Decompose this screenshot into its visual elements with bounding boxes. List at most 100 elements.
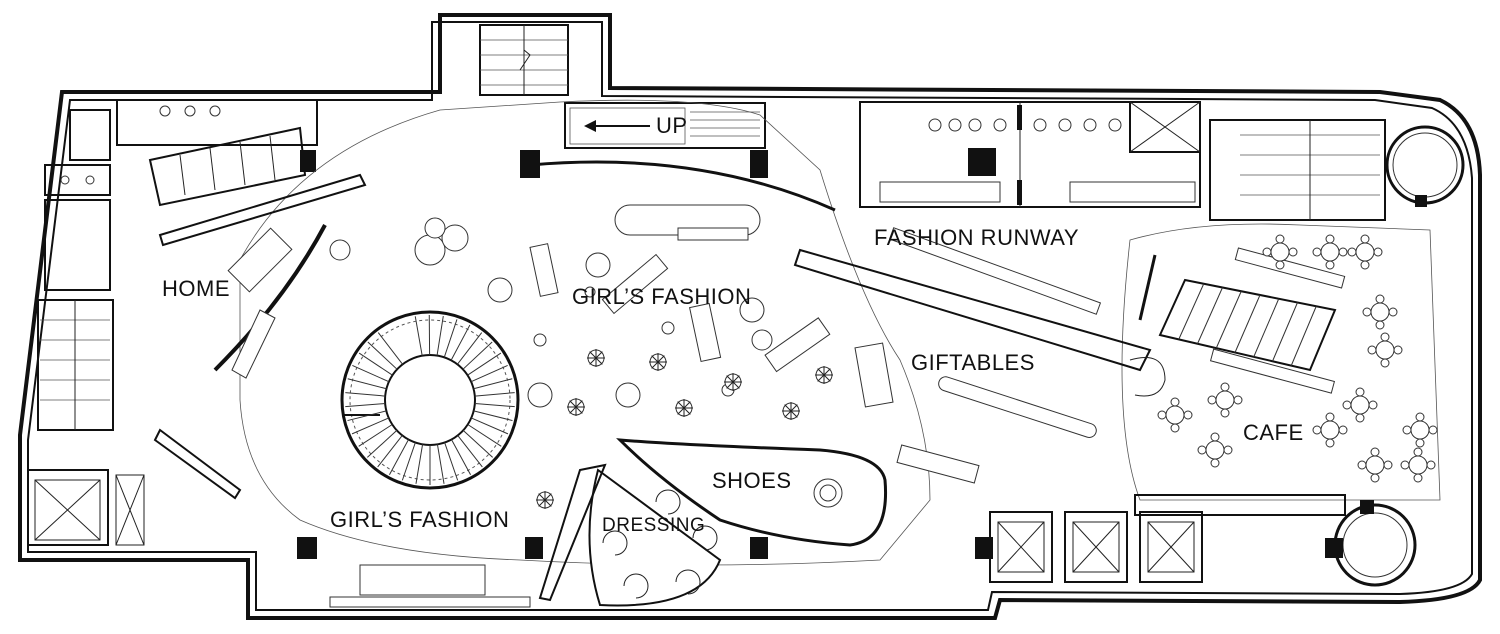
stair-tread [389,439,409,475]
elevator-icon [1064,511,1128,583]
stair-tread [444,442,459,481]
stair-tread [401,442,416,481]
stair-tread [473,378,513,390]
up-label: UP [656,113,688,138]
round-fixture [661,321,675,335]
cafe-stair [1138,247,1346,394]
stair-tread [467,352,502,376]
girls-fashion-top-label: GIRL’S FASHION [572,284,751,309]
dressing-door-icon [675,569,701,595]
round-fixture [615,382,641,408]
stair-tread [473,410,513,422]
stair-tread [456,332,483,365]
outer-walls [18,13,1482,620]
structural-columns [297,537,993,559]
cafe-table [1400,447,1436,483]
cafe-table [1312,234,1348,270]
stair-tread [414,316,423,356]
stair-tread [345,392,386,397]
dressing-door-icon [655,489,681,515]
stair-tread [415,444,424,484]
stair-tread [462,341,493,370]
dressing-label: DRESSING [602,515,705,536]
stair-tread [451,439,471,475]
stair-tread [1234,294,1261,353]
mannequin-icon [567,398,585,416]
stair-tread [347,378,387,390]
stair-tread [443,319,458,358]
shoes-label: SHOES [712,468,792,493]
dressing-rooms [602,489,718,599]
stair-tread [347,410,387,422]
upper-walls [153,150,1166,500]
mannequin-icon [815,366,833,384]
stair-tread [467,424,502,447]
stair-tread [366,430,398,458]
cafe-table [1207,382,1243,418]
stair-tread [1272,302,1298,362]
round-fixture [527,382,553,408]
stair-core-right [1209,119,1465,221]
mannequin-icon [536,491,554,509]
dressing-door-icon [623,573,649,599]
fashion-fixtures [529,204,980,484]
stair-tread [1178,283,1205,340]
cafe-stair-steps [1178,283,1317,366]
fashion-runway-label: FASHION RUNWAY [874,225,1079,250]
stair-tread [1197,287,1223,344]
round-fixture [584,286,596,298]
stair-core-top [479,24,569,96]
elevator-icon [989,511,1053,583]
cafe-table [1342,387,1378,423]
mannequin-fixtures [536,349,833,509]
cafe-table [1362,294,1398,330]
mannequin-icon [649,353,667,371]
fashion-runway-rooms [859,101,1201,208]
round-fixture [487,277,513,303]
escalator [564,102,766,149]
stair-tread [1290,306,1317,366]
round-fixture [424,217,446,239]
stair-tread [471,417,509,435]
cafe-table [1262,234,1298,270]
round-fixture [414,234,446,266]
restrooms [44,99,318,291]
mannequin-icon [782,402,800,420]
stair-tread [457,435,483,468]
stair-tread [377,332,404,365]
tower-bottom-right [1134,494,1417,587]
stair-core-left [37,299,114,431]
mannequin-icon [587,349,605,367]
girls-fashion-bottom-label: GIRL’S FASHION [330,507,509,532]
round-fixtures [329,217,773,408]
stair-tread [1215,291,1242,349]
stair-tread [474,403,515,408]
up-arrowhead-icon [584,120,596,132]
stair-tread [436,444,445,484]
spiral-steps [345,314,515,485]
stair-tread [351,417,389,435]
stair-tread [367,341,398,370]
stair-tread [352,364,390,383]
round-fixture [585,252,611,278]
elevator-left [27,469,145,546]
cafe-table [1347,234,1383,270]
giftables-bench [854,227,1102,438]
round-fixture [739,297,765,323]
shoes-dressing-zone [538,438,888,607]
giftables-label: GIFTABLES [911,350,1035,375]
stair-tread [450,324,471,361]
dressing-door-icon [692,525,718,551]
cafe-table [1157,397,1193,433]
dressing-door-icon [602,530,628,556]
cafe-table [1367,332,1403,368]
stair-tread [345,403,386,408]
home-partition [213,224,327,379]
stair-tread [436,315,444,356]
mannequin-icon [675,399,693,417]
bottom-counter [329,564,531,608]
spiral-stair [340,310,520,490]
mannequin-icon [724,373,742,391]
stair-tread [377,435,403,468]
